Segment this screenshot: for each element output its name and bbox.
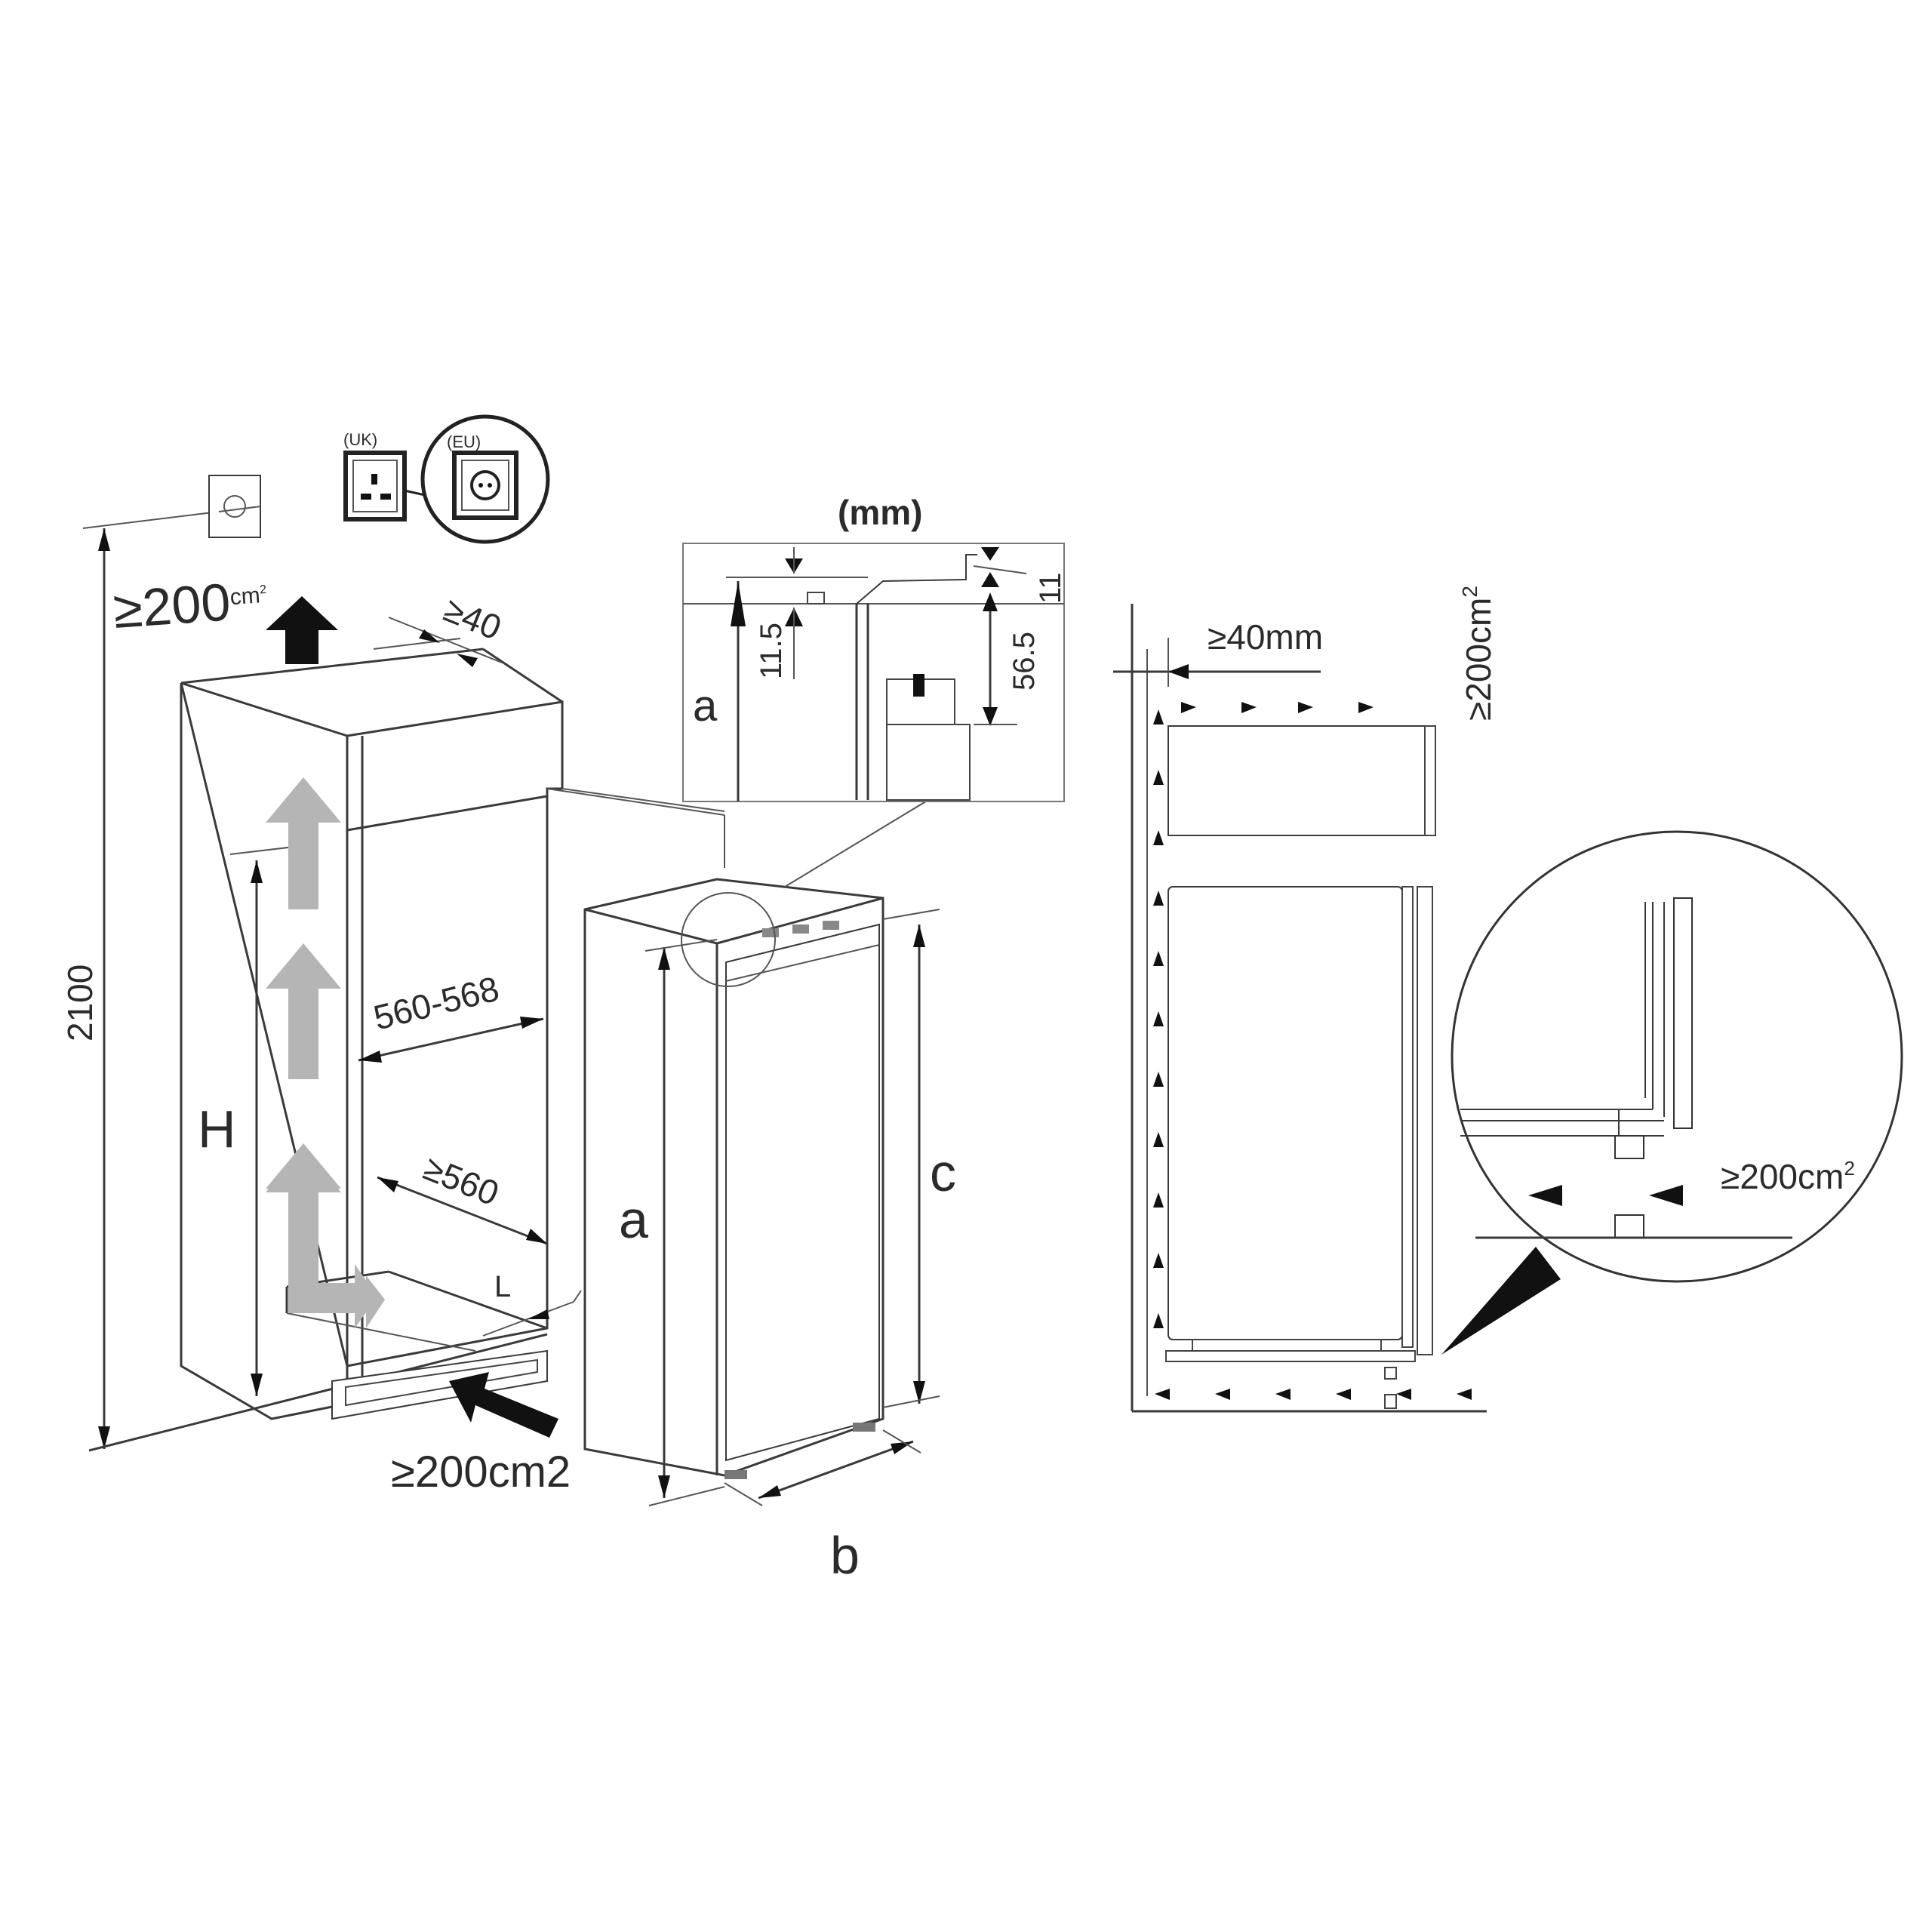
- detail-callout-circle: [681, 892, 776, 987]
- airflow-up-arrow-icon: [266, 777, 341, 909]
- unit-label: (mm): [838, 493, 922, 532]
- door-height-label: c: [930, 1143, 956, 1202]
- dimension-depth-line: [377, 1176, 548, 1245]
- airflow-rear-column: [1153, 709, 1164, 1328]
- detail-height-a-label: a: [693, 681, 718, 731]
- eu-label: (EU): [447, 432, 481, 451]
- bottom-intake-arrow-icon: [449, 1372, 558, 1438]
- hinge-detail-box: (mm) a 11.5 56.5 11: [682, 493, 1067, 802]
- top-gap-label: ≥40: [438, 589, 506, 648]
- appliance-height-label: a: [619, 1190, 648, 1249]
- arrow-head-up: [98, 528, 110, 551]
- callout-pointer: [1441, 1247, 1561, 1355]
- airflow-up-arrow-icon: [266, 943, 341, 1079]
- appliance-unit: a c b: [583, 799, 956, 1585]
- top-exhaust-arrow-icon: [266, 596, 338, 664]
- niche-height-label: H: [198, 1100, 236, 1158]
- side-top-vent-label: ≥200cm2: [1458, 586, 1498, 721]
- niche-depth-label: ≥560: [418, 1148, 504, 1213]
- dimension-width-line: [358, 1017, 544, 1062]
- bottom-vent-area-label: ≥200cm2: [391, 1447, 571, 1497]
- floor-line: [88, 1333, 548, 1452]
- airflow-bottom-row: [1155, 1389, 1472, 1400]
- magnified-plinth-detail: ≥200cm2: [1460, 897, 1855, 1239]
- wall-socket-generic: [82, 475, 261, 538]
- dim-56-5-label: 56.5: [1008, 632, 1041, 691]
- side-bottom-vent-label: ≥200cm2: [1721, 1157, 1855, 1196]
- inflow-arrow-icon: [1649, 1185, 1683, 1206]
- plinth-depth-label: L: [494, 1270, 511, 1303]
- niche-width-label: 560-568: [370, 968, 503, 1037]
- inflow-arrow-icon: [1528, 1185, 1562, 1206]
- total-height-label: 2100: [60, 964, 100, 1041]
- top-hinge: [681, 799, 929, 987]
- magnified-detail-circle: [1451, 830, 1903, 1283]
- side-view: ≥40mm ≥200cm2: [1113, 586, 1903, 1413]
- eu-socket-icon: (EU): [420, 414, 550, 544]
- uk-label: (UK): [343, 430, 377, 449]
- rear-gap-label: ≥40mm: [1208, 617, 1323, 657]
- dimension-b-line: [758, 1440, 914, 1500]
- dim-11-label: 11: [1034, 572, 1067, 604]
- dim-11-5-label: 11.5: [755, 623, 788, 679]
- appliance-width-label: b: [830, 1526, 860, 1585]
- top-vent-area-label: ≥200cm2: [112, 570, 269, 639]
- arrow-head-down: [98, 1426, 110, 1449]
- uk-socket-icon: (UK): [343, 430, 432, 521]
- airflow-in-arrow-icon: [266, 1147, 385, 1328]
- airflow-top-row: [1181, 702, 1374, 713]
